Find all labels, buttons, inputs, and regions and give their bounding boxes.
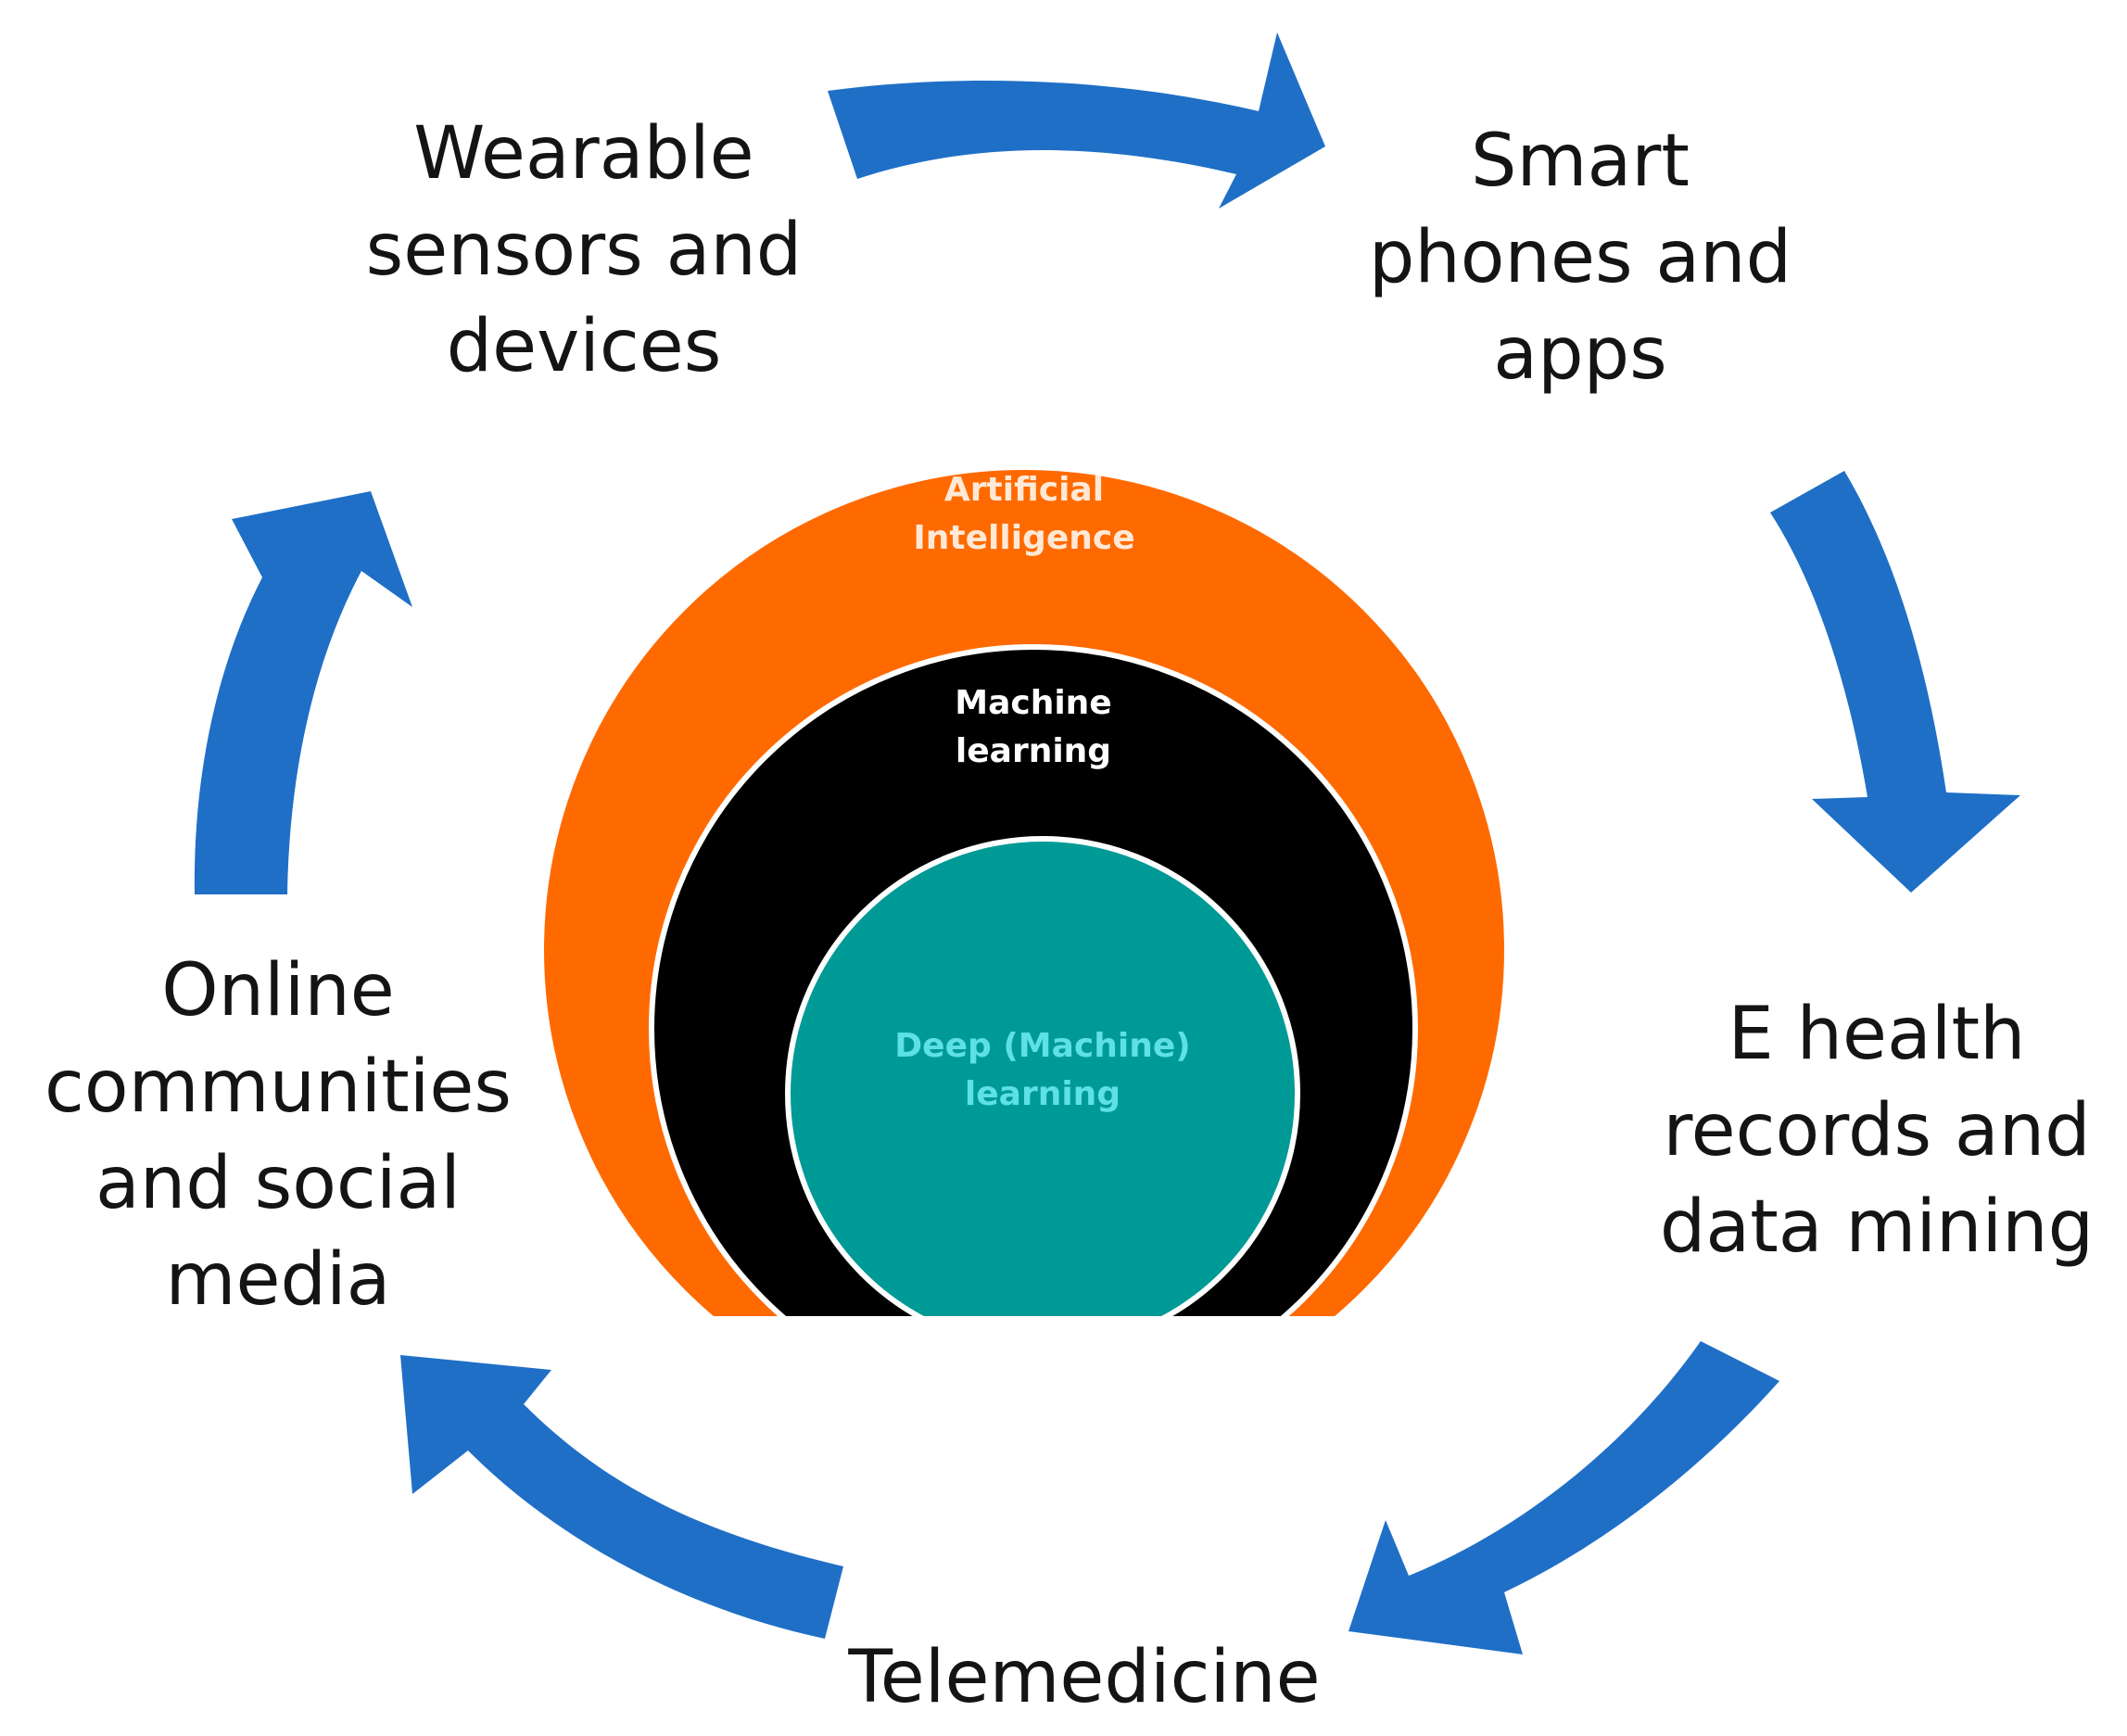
arrow-online-to-wearable (194, 491, 412, 894)
ehealth-label-line: data mining (1659, 1185, 2095, 1269)
telemedicine-label: Telemedicine (760, 1627, 1409, 1729)
arrow-smartphones-to-ehealth (1770, 471, 2020, 893)
arrow-wearable-to-smartphones (828, 32, 1325, 209)
ai-label-line: Artificial (943, 471, 1105, 509)
ml-label-line: Machine (955, 684, 1112, 722)
ehealth-label: E health records and data mining (1627, 982, 2127, 1279)
smartphones-label-line: Smart (1471, 120, 1690, 203)
ml-label-line: learning (955, 732, 1112, 770)
ai-label-line: Intelligence (913, 519, 1135, 557)
smartphones-label-line: phones and (1368, 216, 1792, 299)
online-label: Online communities and social media (0, 936, 556, 1335)
wearable-label-line: devices (446, 305, 722, 388)
ml-label: Machine learning (848, 677, 1219, 779)
ai-label: Artificial Intelligence (839, 463, 1209, 565)
online-label-line: and social (95, 1142, 461, 1225)
ehealth-label-line: E health (1728, 993, 2026, 1076)
online-label-line: Online (161, 949, 395, 1033)
cycle-arrows (194, 32, 2020, 1654)
dl-label-line: Deep (Machine) (894, 1027, 1191, 1065)
dl-label-line: learning (964, 1075, 1121, 1113)
wearable-label: Wearable sensors and devices (315, 102, 853, 399)
smartphones-label-line: apps (1493, 312, 1667, 396)
circle-base-mask (519, 1316, 1594, 1446)
online-label-line: media (165, 1238, 391, 1322)
arrow-telemedicine-to-online (400, 1355, 843, 1639)
ehealth-label-line: records and (1663, 1089, 2091, 1172)
arrow-ehealth-to-telemedicine (1348, 1341, 1779, 1654)
wearable-label-line: Wearable (413, 112, 754, 196)
wearable-label-line: sensors and (365, 209, 803, 292)
telemedicine-label-line: Telemedicine (848, 1636, 1321, 1719)
dl-label: Deep (Machine) learning (857, 1020, 1228, 1121)
smartphones-label: Smart phones and apps (1335, 109, 1826, 406)
online-label-line: communities (44, 1045, 512, 1129)
